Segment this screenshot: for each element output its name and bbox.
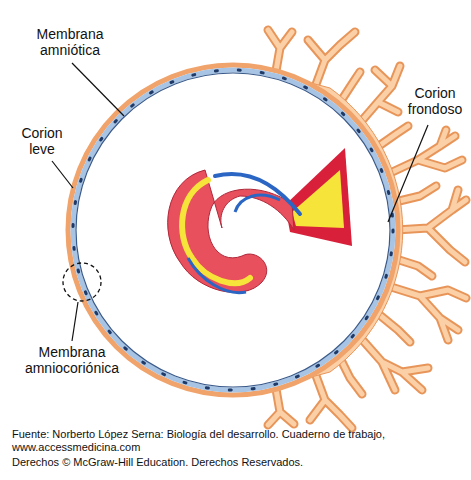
amnion-membrane bbox=[76, 73, 390, 387]
amnion-layer bbox=[73, 70, 393, 390]
amnion-cells bbox=[73, 70, 393, 390]
structure-label: Corion leve bbox=[10, 125, 74, 157]
leader-lines bbox=[52, 63, 428, 341]
source-note: www.accessmedicina.com bbox=[12, 441, 140, 454]
structure-label: Membrana amniocoriónica bbox=[12, 344, 132, 376]
chorion-laeve bbox=[68, 65, 398, 395]
source-note: Fuente: Norberto López Serna: Biología d… bbox=[12, 428, 385, 441]
copyright-note: Derechos © McGraw-Hill Education. Derech… bbox=[12, 456, 303, 469]
structure-label: Membrana amniótica bbox=[26, 26, 114, 58]
structure-label: Corion frondoso bbox=[402, 85, 468, 117]
embryo bbox=[168, 148, 352, 293]
region-marker bbox=[63, 263, 101, 301]
